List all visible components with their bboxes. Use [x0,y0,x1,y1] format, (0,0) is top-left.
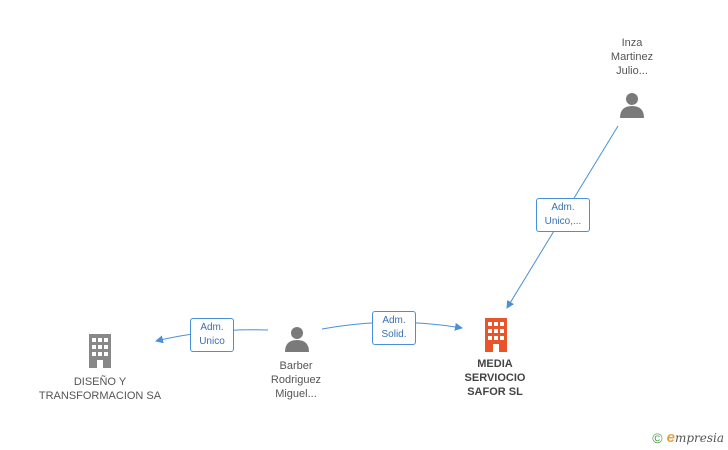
node-label-inza[interactable]: Inza Martinez Julio... [610,37,654,77]
edge-label-barber-diseno[interactable]: Adm. Unico [190,318,234,352]
brand-footer: © e mpresia [652,429,724,446]
building-icon[interactable] [482,318,510,352]
person-icon[interactable] [618,90,646,118]
person-icon[interactable] [283,324,311,352]
node-label-diseno[interactable]: DISEÑO Y TRANSFORMACION SA [38,376,162,402]
building-icon[interactable] [86,334,114,368]
node-label-barber[interactable]: Barber Rodriguez Miguel... [270,360,322,400]
brand-name: mpresia [674,430,724,445]
node-label-media[interactable]: MEDIA SERVIOCIO SAFOR SL [464,358,526,398]
edge-label-barber-media[interactable]: Adm. Solid. [372,311,416,345]
brand-initial: e [666,429,675,446]
copyright-icon: © [652,429,663,446]
edge-label-inza-media[interactable]: Adm. Unico,... [536,198,590,232]
